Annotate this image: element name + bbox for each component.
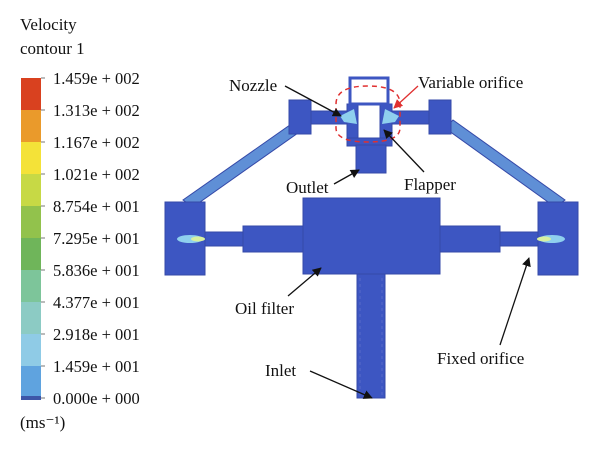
legend-value-label: 1.021e + 002 — [53, 165, 140, 184]
flapper-label: Flapper — [404, 175, 456, 194]
nozzle-label: Nozzle — [229, 76, 277, 95]
right-nozzle-jet — [382, 109, 399, 124]
legend-swatch — [21, 270, 41, 303]
legend-value-label: 5.836e + 001 — [53, 261, 140, 280]
legend-swatch — [21, 78, 41, 111]
legend-value-label: 1.313e + 002 — [53, 101, 140, 120]
left-horizontal-pipe — [204, 231, 246, 247]
fixed-orifice-label: Fixed orifice — [437, 349, 524, 368]
legend-unit: (ms⁻¹) — [20, 413, 65, 432]
legend-swatch — [21, 334, 41, 367]
variable-orifice-label: Variable orifice — [418, 73, 523, 92]
inlet-label: Inlet — [265, 361, 296, 380]
oil-filter-label: Oil filter — [235, 299, 294, 318]
inlet-pipe — [356, 273, 386, 399]
legend-swatch — [21, 238, 41, 271]
oil-filter-arrow — [287, 267, 322, 297]
legend: Velocity contour 1 1.459e + 002 1.313e + … — [20, 15, 140, 432]
flapper-arrow — [383, 129, 425, 173]
fixed-orifice-arrow — [499, 257, 531, 346]
inlet-arrow — [309, 370, 373, 399]
legend-swatch — [21, 142, 41, 175]
legend-swatch — [21, 366, 41, 399]
right-horizontal-block — [439, 225, 501, 253]
right-horizontal-pipe — [499, 231, 539, 247]
legend-value-label: 0.000e + 000 — [53, 389, 140, 408]
velocity-jets — [177, 109, 565, 243]
legend-value-labels: 1.459e + 002 1.313e + 002 1.167e + 002 1.02… — [53, 69, 140, 408]
outlet-block — [355, 144, 387, 174]
nozzle-arrow — [284, 85, 342, 117]
legend-swatch — [21, 396, 41, 400]
legend-title-line1: Velocity — [20, 15, 77, 34]
flapper-chamber-top — [348, 76, 390, 106]
left-orifice-jet-core — [191, 236, 205, 242]
legend-swatch — [21, 110, 41, 143]
legend-value-label: 1.459e + 001 — [53, 357, 140, 376]
left-nozzle-jet — [340, 109, 357, 124]
oil-filter-block — [302, 197, 441, 275]
legend-swatch — [21, 302, 41, 335]
legend-title-line2: contour 1 — [20, 39, 85, 58]
left-horizontal-block — [242, 225, 304, 253]
legend-value-label: 1.167e + 002 — [53, 133, 140, 152]
callouts: Nozzle Variable orifice Outlet Flapper O… — [229, 73, 531, 399]
legend-value-label: 1.459e + 002 — [53, 69, 140, 88]
legend-color-bar — [21, 77, 45, 400]
right-nozzle-block — [428, 99, 452, 135]
right-orifice-jet-core — [537, 236, 551, 242]
legend-value-label: 2.918e + 001 — [53, 325, 140, 344]
outlet-arrow — [333, 169, 360, 185]
legend-value-label: 7.295e + 001 — [53, 229, 140, 248]
variable-orifice-arrow — [393, 85, 419, 109]
legend-swatch — [21, 206, 41, 239]
legend-value-label: 4.377e + 001 — [53, 293, 140, 312]
right-diagonal-pipe — [444, 119, 566, 208]
legend-swatch — [21, 174, 41, 207]
outlet-label: Outlet — [286, 178, 329, 197]
left-nozzle-block — [288, 99, 312, 135]
legend-value-label: 8.754e + 001 — [53, 197, 140, 216]
variable-orifice-highlight — [335, 85, 401, 143]
